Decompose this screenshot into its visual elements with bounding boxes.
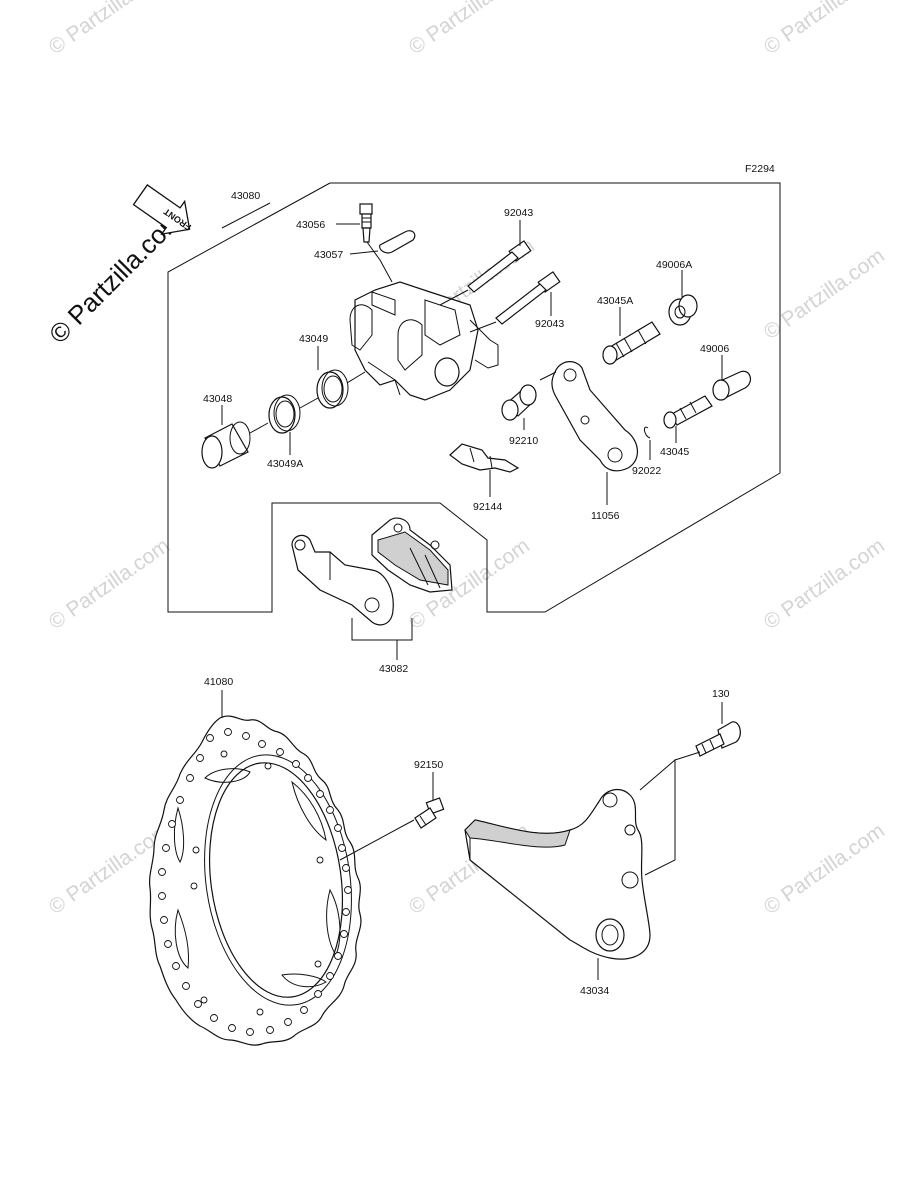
dust-seal (268, 394, 301, 434)
part-label: 92150 (414, 759, 443, 771)
bleeder-valve (359, 203, 393, 283)
part-label: 43045 (660, 446, 689, 458)
watermark: © Partzilla.com (760, 819, 889, 919)
brake-pad-rear (371, 517, 453, 593)
part-label: 43034 (580, 985, 609, 997)
leader-43049A-b (299, 397, 319, 409)
part-label: 92144 (473, 501, 502, 513)
diagram-code: F2294 (745, 163, 775, 175)
part-label: 11056 (591, 510, 620, 522)
bracket-bolt (695, 721, 741, 757)
caliper-bracket (551, 361, 638, 472)
part-label: 92043 (504, 207, 533, 219)
brake-pad-front (291, 534, 394, 626)
part-label: 43080 (231, 190, 260, 202)
caliper-assembly-boundary (167, 182, 781, 613)
caliper-piston (201, 421, 251, 469)
caliper-pin-lower (469, 271, 561, 333)
bushing (501, 384, 537, 421)
bleeder-cap (379, 230, 416, 254)
part-label: 92022 (632, 465, 661, 477)
watermark: © Partzilla.com (760, 534, 889, 634)
leader-11056-b (539, 371, 557, 381)
part-label: 49006A (656, 259, 692, 271)
part-label: 43049 (299, 333, 328, 345)
part-labels: 43080 43056 43057 92043 49006A 43045A 92… (203, 190, 730, 997)
part-label: 92210 (509, 435, 538, 447)
leader-43082-bracket (351, 618, 413, 641)
part-label: 43057 (314, 249, 343, 261)
part-label: 43045A (597, 295, 633, 307)
rubber-boot-upper (668, 294, 698, 326)
watermark: © Partzilla.com (405, 0, 534, 59)
pad-spring (449, 443, 520, 473)
disc-holes (158, 728, 352, 1036)
caliper-mounting-bracket (464, 788, 651, 960)
leader-43080 (221, 202, 271, 229)
watermark: © Partzilla.com (760, 244, 889, 344)
leader-130-bracket (639, 758, 676, 876)
rubber-boot-lower (712, 370, 752, 401)
watermark: © Partzilla.com (45, 534, 174, 634)
part-label: 92043 (535, 318, 564, 330)
piston-seal (316, 369, 349, 409)
part-label: 43048 (203, 393, 232, 405)
sleeve-43045A (602, 321, 661, 365)
part-label: 41080 (204, 676, 233, 688)
part-label: 49006 (700, 343, 729, 355)
brake-disc (148, 715, 362, 1046)
part-label: 43056 (296, 219, 325, 231)
slide-pin-43045 (663, 395, 713, 429)
part-label: 43082 (379, 663, 408, 675)
leader-130-b (674, 751, 701, 761)
caliper-pin-upper (439, 240, 532, 306)
disc-bolt (414, 797, 445, 829)
watermark: © Partzilla.com (45, 0, 174, 59)
leader-92150-disc (339, 819, 415, 861)
leader-43049-b (346, 371, 366, 384)
watermark: © Partzilla.com (760, 0, 889, 59)
part-label: 130 (712, 688, 730, 700)
leader-43048-b (249, 422, 269, 434)
brake-caliper-body (349, 281, 499, 401)
part-label: 43049A (267, 458, 303, 470)
circlip (643, 426, 651, 439)
leader-43057 (349, 250, 379, 255)
